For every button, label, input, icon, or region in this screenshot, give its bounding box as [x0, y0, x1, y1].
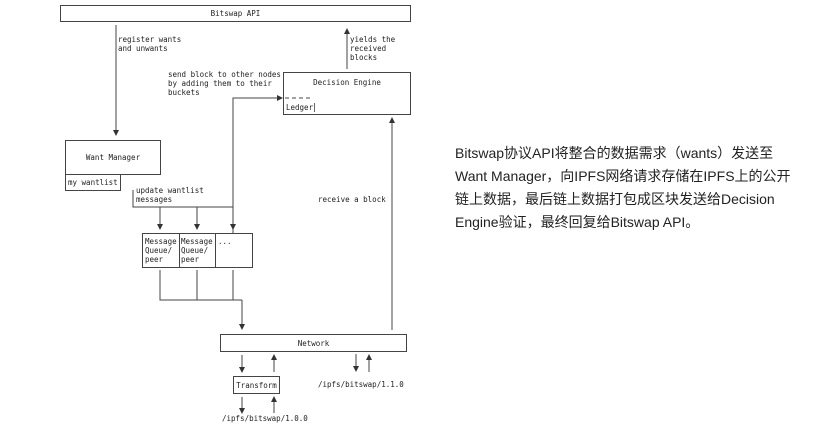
- message-queue-box: Message Queue/ peer Message Queue/ peer …: [142, 233, 253, 268]
- bitswap-api-box: Bitswap API: [60, 5, 411, 22]
- transform-label: Transform: [236, 381, 277, 390]
- receive-block-label: receive a block: [318, 195, 386, 204]
- ledger-label: Ledger: [286, 103, 316, 112]
- network-label: Network: [297, 339, 330, 348]
- message-queue-more: ...: [218, 237, 232, 246]
- description-text: Bitswap协议API将整合的数据需求（wants）发送至Want Manag…: [455, 145, 791, 230]
- bitswap-api-label: Bitswap API: [210, 9, 261, 18]
- message-queue-2: Message Queue/ peer: [181, 237, 213, 264]
- decision-engine-box: Decision Engine Ledger: [283, 72, 411, 115]
- decision-engine-label: Decision Engine: [313, 78, 381, 87]
- yields-label: yields the received blocks: [350, 35, 396, 62]
- message-queue-1: Message Queue/ peer: [145, 237, 177, 264]
- my-wantlist-box: my wantlist: [65, 174, 121, 191]
- want-manager-label: Want Manager: [85, 153, 141, 162]
- my-wantlist-label: my wantlist: [68, 178, 118, 187]
- protocol-1-1-0-label: /ipfs/bitswap/1.1.0: [318, 380, 404, 389]
- send-block-label: send block to other nodes by adding them…: [168, 70, 281, 97]
- transform-box: Transform: [233, 376, 280, 394]
- network-box: Network: [220, 334, 407, 352]
- update-wantlist-label: update wantlist messages: [136, 186, 204, 204]
- register-wants-label: register wants and unwants: [118, 35, 182, 53]
- want-manager-box: Want Manager: [65, 140, 161, 175]
- protocol-1-0-0-label: /ipfs/bitswap/1.0.0: [222, 414, 308, 423]
